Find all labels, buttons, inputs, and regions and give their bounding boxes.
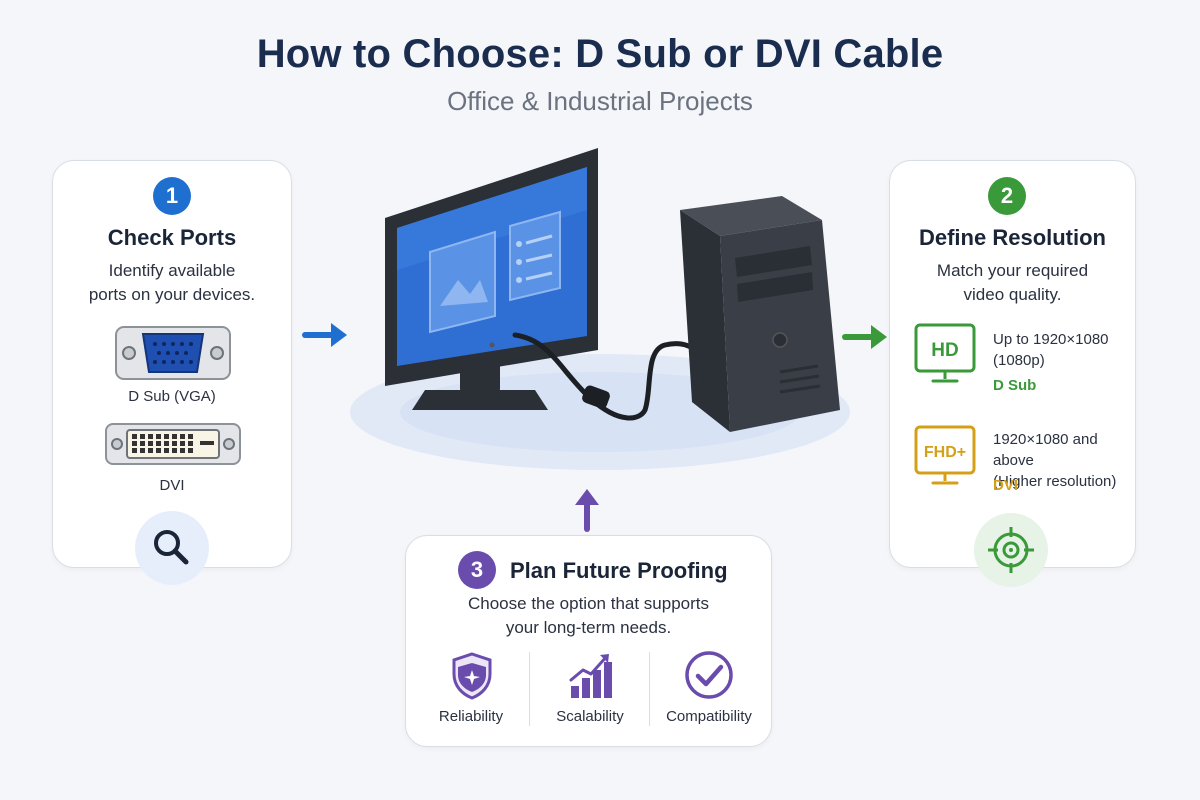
feature-label: Compatibility [666,708,752,725]
magnifier-icon [135,511,209,585]
arrow-up-icon [575,489,599,532]
target-icon [974,513,1048,587]
step-description-line: Choose the option that supports [468,594,709,613]
hd-monitor-icon: HD [914,323,976,383]
resolution-cable-label: D Sub [993,377,1037,394]
fhd-monitor-icon: FHD+ [914,425,976,485]
resolution-line: 1920×1080 and above [993,431,1098,469]
vga-port-icon [115,326,231,380]
step-description: Match your required video quality. [890,259,1135,307]
step-description-line: video quality. [963,285,1062,304]
cable [512,332,698,421]
dvi-port-icon [105,423,241,465]
divider [649,652,650,726]
pc-tower-icon [680,196,840,432]
step-description-line: ports on your devices. [88,285,256,304]
feature-label: Reliability [438,708,504,725]
resolution-line: Up to 1920×1080 [993,331,1109,348]
arrow-right-icon [302,323,347,347]
arrow-right-icon [842,325,887,349]
port-label-vga: D Sub (VGA) [128,388,216,405]
port-label-dvi: DVI [159,477,185,494]
page-subtitle: Office & Industrial Projects [447,86,753,116]
resolution-cable-label: DVI [993,477,1019,494]
step-description: Choose the option that supports your lon… [406,592,771,640]
page-title: How to Choose: D Sub or DVI Cable [256,32,944,76]
computer-setup-illustration [350,148,850,470]
step-description-line: Identify available [108,261,236,280]
step-title: Define Resolution [918,225,1106,250]
resolution-badge-text: FHD+ [924,444,966,461]
feature-label: Scalability [556,708,624,725]
step-description-line: Match your required [936,261,1089,280]
resolution-line: (1080p) [993,352,1045,369]
step-card-define-resolution: 2 Define Resolution Match your required … [889,160,1136,587]
step-description: Identify available ports on your devices… [53,259,291,307]
resolution-detail: 1920×1080 and above (Higher resolution) [993,429,1135,492]
step-card-check-ports: 1 Check Ports Identify available ports o… [52,160,292,585]
step-number-badge: 3 [458,551,496,589]
step-title: Check Ports [107,225,237,250]
resolution-detail: Up to 1920×1080 (1080p) [993,329,1109,371]
step-title: Plan Future Proofing [510,558,728,583]
step-number-badge: 2 [988,177,1026,215]
step-number-badge: 1 [153,177,191,215]
monitor-icon [385,148,598,410]
resolution-badge-text: HD [931,340,958,361]
step-card-future-proofing: 3 Plan Future Proofing Choose the option… [405,535,772,747]
divider [529,652,530,726]
resolution-line: (Higher resolution) [993,473,1117,490]
check-circle-icon [685,651,733,699]
shield-icon [452,652,492,700]
step-description-line: your long-term needs. [505,618,672,637]
growth-chart-icon [569,654,612,698]
